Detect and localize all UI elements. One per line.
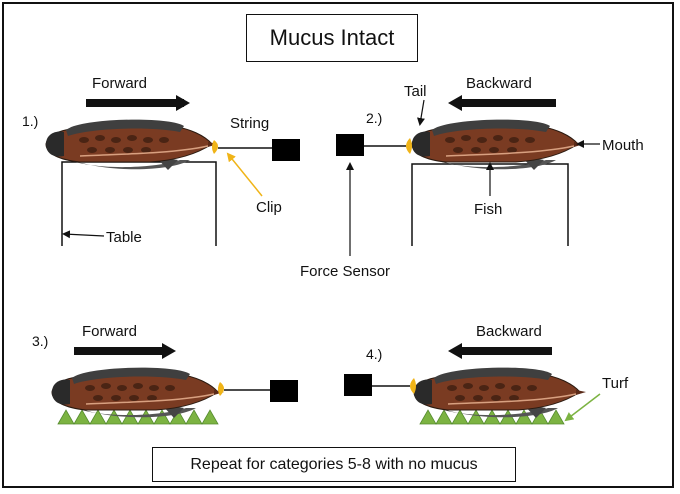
diagram-title: Mucus Intact bbox=[269, 25, 395, 50]
mouth-label: Mouth bbox=[602, 137, 644, 154]
force-sensor-block-1 bbox=[272, 139, 300, 161]
panel-2-artwork bbox=[336, 95, 600, 256]
footer-box: Repeat for categories 5-8 with no mucus bbox=[152, 447, 516, 482]
panel-4-artwork bbox=[344, 343, 601, 425]
force-sensor-block-3 bbox=[270, 380, 298, 402]
panel-number-2: 2.) bbox=[366, 110, 383, 126]
force-sensor-label: Force Sensor bbox=[300, 263, 391, 280]
direction-label-1: Forward bbox=[92, 75, 148, 92]
panel-number-1: 1.) bbox=[22, 113, 39, 129]
tail-label: Tail bbox=[404, 83, 427, 100]
turf-pointer bbox=[564, 393, 601, 422]
footer-note: Repeat for categories 5-8 with no mucus bbox=[190, 455, 478, 473]
direction-label-4: Backward bbox=[476, 323, 542, 340]
clip-pointer bbox=[226, 152, 263, 197]
figure-border bbox=[2, 2, 674, 488]
clip-3 bbox=[218, 382, 224, 396]
turf-label: Turf bbox=[602, 375, 629, 392]
fish-2 bbox=[411, 118, 585, 171]
panel-number-3: 3.) bbox=[32, 333, 49, 349]
fish-4 bbox=[413, 366, 587, 419]
fish-label: Fish bbox=[474, 201, 503, 218]
panel-1-artwork bbox=[45, 95, 300, 246]
string-label: String bbox=[230, 115, 270, 132]
title-box: Mucus Intact bbox=[246, 14, 418, 62]
clip-2 bbox=[406, 138, 412, 154]
panel-number-4: 4.) bbox=[366, 346, 383, 362]
panel-3-artwork bbox=[51, 343, 298, 425]
direction-label-3: Forward bbox=[82, 323, 138, 340]
fish-3 bbox=[51, 366, 225, 419]
direction-label-2: Backward bbox=[466, 75, 532, 92]
force-sensor-block-4 bbox=[344, 374, 372, 396]
clip-4 bbox=[410, 378, 416, 394]
tail-pointer bbox=[417, 99, 425, 126]
table-pointer bbox=[62, 230, 105, 239]
clip-label: Clip bbox=[256, 199, 282, 216]
table-label: Table bbox=[106, 229, 142, 246]
force-sensor-block-2 bbox=[336, 134, 364, 156]
clip-1 bbox=[212, 140, 218, 154]
